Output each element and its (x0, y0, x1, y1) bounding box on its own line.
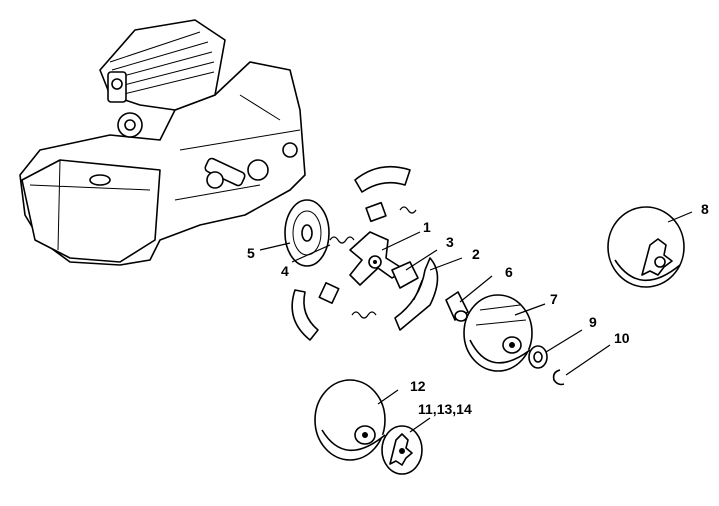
callout-1: 1 (423, 219, 431, 235)
callout-9: 9 (589, 314, 597, 330)
part-12-spur-drum (314, 379, 386, 461)
callout-10: 10 (614, 330, 630, 346)
part-7-clutch-drum (463, 294, 533, 372)
part-9-washer (528, 345, 548, 369)
part-6-needle-bearing (445, 291, 469, 322)
part-11-13-14-rim-sprocket (381, 425, 423, 475)
clutch-shoe-lower (291, 281, 340, 341)
callout-5: 5 (247, 245, 255, 261)
callout-3: 3 (446, 234, 454, 250)
engine-assembly (19, 19, 306, 266)
callout-4: 4 (281, 263, 289, 279)
part-8-sprocket-drum (607, 206, 685, 288)
part-1-clutch-carrier (349, 231, 406, 286)
part-2-clutch-shoe (394, 257, 439, 331)
callout-8: 8 (701, 201, 709, 217)
callout-labels: 1 2 3 4 5 6 7 8 9 10 12 11,13,14 (247, 201, 709, 417)
callout-11-13-14: 11,13,14 (418, 401, 472, 417)
part-4-spring (329, 206, 417, 319)
part-3-clutch-block (391, 261, 419, 289)
callout-7: 7 (550, 291, 558, 307)
leader-lines (259, 211, 693, 433)
callout-6: 6 (505, 264, 513, 280)
part-10-e-clip (552, 369, 565, 386)
callout-12: 12 (410, 378, 426, 394)
clutch-shoe-upper (354, 165, 411, 223)
callout-2: 2 (472, 246, 480, 262)
part-5-washer-disc (284, 199, 330, 267)
